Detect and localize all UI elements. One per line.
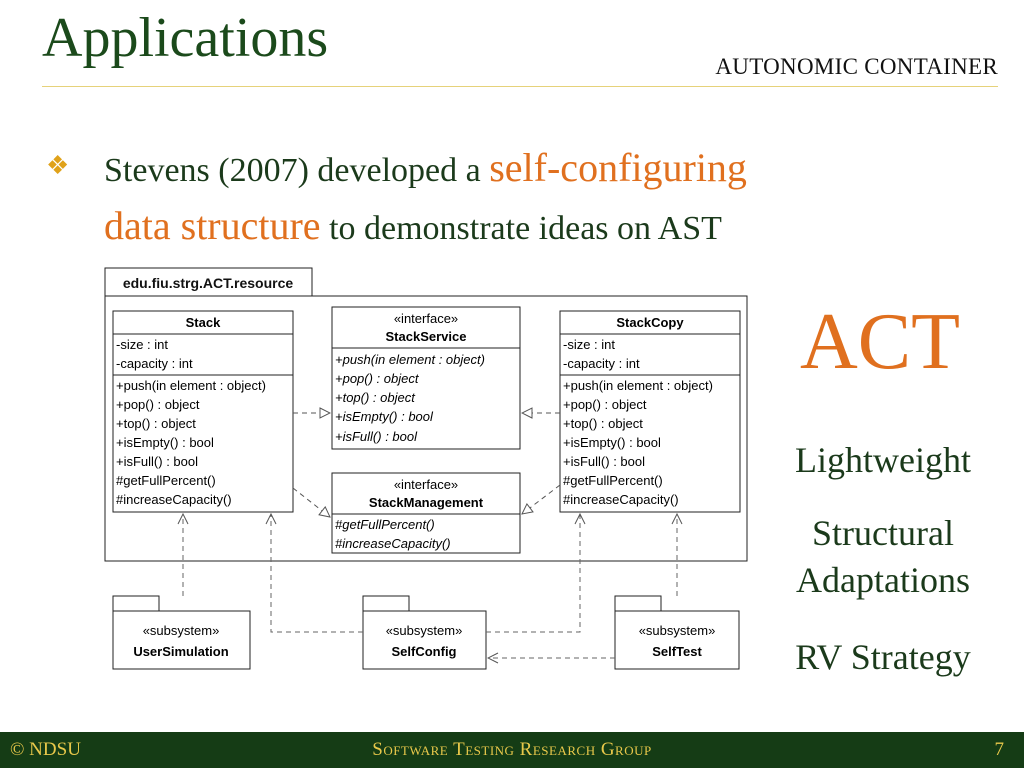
slide-title: Applications — [42, 7, 329, 69]
page-number: 7 — [994, 739, 1005, 760]
bullet-text: Stevens (2007) developed a self-configur… — [104, 140, 944, 256]
method: +push(in element : object) — [116, 378, 266, 393]
stereotype: «subsystem» — [639, 623, 716, 638]
method: #increaseCapacity() — [563, 492, 679, 507]
bullet-highlight1: self-configuring — [489, 145, 747, 190]
method: +isFull() : bool — [563, 454, 645, 469]
attribute: -capacity : int — [116, 356, 193, 371]
bullet-part1: Stevens (2007) developed a — [104, 152, 490, 189]
feature-structural: Structural — [812, 513, 954, 553]
interface-stack-management: «interface» StackManagement #getFullPerc… — [331, 472, 521, 554]
package-tab — [104, 267, 313, 297]
subsystem-name: UserSimulation — [133, 644, 228, 659]
attribute: -capacity : int — [563, 356, 640, 371]
subsystem-self-config: «subsystem» SelfConfig — [362, 595, 487, 670]
method: #increaseCapacity() — [116, 492, 232, 507]
stereotype: «subsystem» — [143, 623, 220, 638]
footer-copyright: © NDSU — [10, 739, 81, 760]
method: +push(in element : object) — [335, 352, 485, 367]
interface-stack-service: «interface» StackService +push(in elemen… — [331, 306, 521, 450]
subsystem-name: SelfConfig — [392, 644, 457, 659]
class-name: StackCopy — [616, 315, 684, 330]
stereotype: «subsystem» — [386, 623, 463, 638]
method: #getFullPercent() — [116, 473, 216, 488]
class-stack: Stack -size : int -capacity : int +push(… — [112, 310, 294, 513]
bullet-part2: to demonstrate ideas on AST — [320, 210, 722, 247]
act-heading: ACT — [800, 298, 960, 386]
method: +isEmpty() : bool — [563, 435, 661, 450]
method: #getFullPercent() — [563, 473, 663, 488]
method: +pop() : object — [335, 371, 420, 386]
bullet-highlight2: data structure — [104, 203, 321, 248]
method: +isEmpty() : bool — [116, 435, 214, 450]
subsystem-self-test: «subsystem» SelfTest — [614, 595, 740, 670]
method: +isEmpty() : bool — [335, 409, 434, 424]
feature-lightweight: Lightweight — [795, 440, 971, 480]
method: #increaseCapacity() — [335, 536, 451, 551]
class-name: Stack — [186, 315, 221, 330]
section-title: AUTONOMIC CONTAINER — [715, 54, 998, 79]
method: #getFullPercent() — [335, 517, 435, 532]
method: +push(in element : object) — [563, 378, 713, 393]
dependency-arrows — [183, 514, 677, 658]
attribute: -size : int — [563, 337, 615, 352]
footer-bar: © NDSU Software Testing Research Group 7 — [0, 732, 1024, 768]
class-stack-copy: StackCopy -size : int -capacity : int +p… — [559, 310, 741, 513]
method: +pop() : object — [563, 397, 647, 412]
class-name: StackManagement — [369, 495, 484, 510]
diamond-bullet-icon: ❖ — [46, 151, 70, 180]
method: +isFull() : bool — [335, 429, 418, 444]
method: +top() : object — [116, 416, 196, 431]
subsystem-name: SelfTest — [652, 644, 702, 659]
footer-group-name: Software Testing Research Group — [372, 739, 652, 760]
realization-arrows — [292, 413, 561, 517]
method: +isFull() : bool — [116, 454, 198, 469]
stereotype: «interface» — [394, 311, 458, 326]
feature-adaptations: Adaptations — [796, 560, 970, 600]
attribute: -size : int — [116, 337, 168, 352]
title-divider — [42, 86, 998, 87]
method: +top() : object — [335, 390, 416, 405]
package-name: edu.fiu.strg.ACT.resource — [123, 275, 294, 291]
subsystem-user-simulation: «subsystem» UserSimulation — [112, 595, 251, 670]
stereotype: «interface» — [394, 477, 458, 492]
method: +top() : object — [563, 416, 643, 431]
class-name: StackService — [386, 329, 467, 344]
feature-rv-strategy: RV Strategy — [795, 637, 971, 677]
method: +pop() : object — [116, 397, 200, 412]
